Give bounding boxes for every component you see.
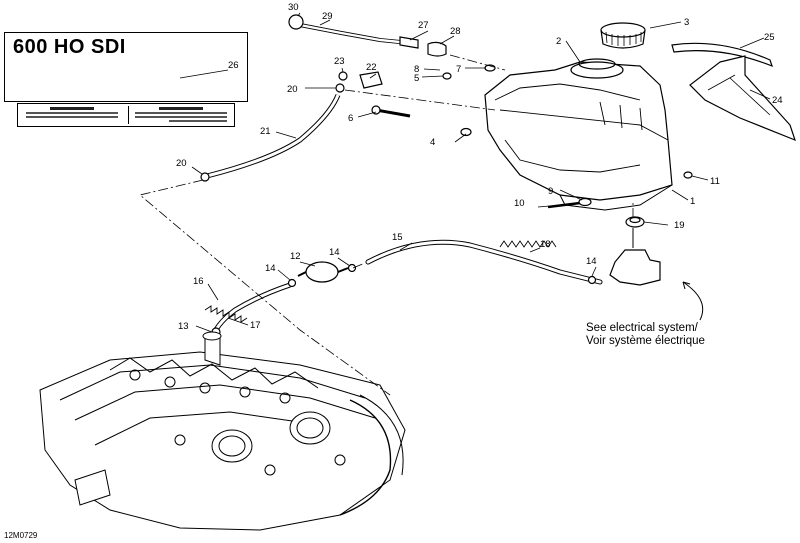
clamp-20-top <box>335 83 345 93</box>
nut-4 <box>460 127 472 137</box>
bolt-10 <box>547 201 581 209</box>
callout-30: 30 <box>288 2 299 13</box>
callout-2: 2 <box>556 36 561 47</box>
electrical-arrow <box>682 281 704 321</box>
callout-20b: 20 <box>176 158 187 169</box>
clamp-14-b <box>347 263 357 273</box>
callout-8: 8 <box>414 64 419 75</box>
callout-29: 29 <box>322 11 333 22</box>
washer-9 <box>578 197 592 207</box>
decal-right-panel <box>128 106 233 124</box>
callout-24: 24 <box>772 95 783 106</box>
callout-4: 4 <box>430 137 435 148</box>
callout-11: 11 <box>710 176 720 187</box>
callouts: 1 2 3 4 5 6 7 8 9 10 11 12 13 14 14 14 1… <box>176 2 783 332</box>
clamp-20-bottom <box>200 172 210 182</box>
tank-neck <box>570 61 624 79</box>
bolt-6 <box>375 108 411 118</box>
diagram-title: 600 HO SDI <box>13 36 126 58</box>
warning-decal <box>17 103 235 127</box>
callout-22: 22 <box>366 62 377 73</box>
title-box: 600 HO SDI <box>4 32 248 127</box>
tank-bracket <box>689 55 796 142</box>
clamp-14-a <box>287 278 297 288</box>
leader-lines <box>179 12 771 333</box>
oil-tank <box>484 61 673 201</box>
callout-27: 27 <box>418 20 429 31</box>
grommet-28 <box>427 41 447 57</box>
note-english: See electrical system/ <box>586 322 698 334</box>
callout-21: 21 <box>260 126 271 137</box>
strap <box>671 42 773 68</box>
spring-16 <box>204 305 248 323</box>
hose-21 <box>206 93 341 179</box>
callout-25: 25 <box>764 32 775 43</box>
reference-lines <box>139 54 634 396</box>
callout-14b: 14 <box>329 247 340 258</box>
engine <box>39 331 406 531</box>
callout-9: 9 <box>548 186 553 197</box>
callout-16: 16 <box>193 276 204 287</box>
callout-12: 12 <box>290 251 301 262</box>
vent-valve-30 <box>288 14 304 30</box>
callout-19: 19 <box>674 220 685 231</box>
note-french: Voir système électrique <box>586 335 705 347</box>
callout-23: 23 <box>334 56 345 67</box>
nut-11 <box>683 171 693 179</box>
callout-1: 1 <box>690 196 695 207</box>
callout-17: 17 <box>250 320 261 331</box>
hose-17 <box>209 282 291 341</box>
callout-7: 7 <box>456 64 461 75</box>
level-sensor <box>609 249 661 286</box>
electrical-note: See electrical system/ Voir système élec… <box>586 322 705 348</box>
callout-20a: 20 <box>287 84 298 95</box>
callout-13: 13 <box>178 321 189 332</box>
fitting-27 <box>399 36 419 49</box>
washer-5 <box>442 72 452 80</box>
callout-6: 6 <box>348 113 353 124</box>
callout-3: 3 <box>684 17 689 28</box>
callout-14c: 14 <box>586 256 597 267</box>
filler-cap <box>600 22 646 49</box>
grommet-22 <box>359 71 383 89</box>
callout-5: 5 <box>414 73 419 84</box>
fitting-23 <box>338 71 348 81</box>
callout-26: 26 <box>228 60 239 71</box>
callout-10: 10 <box>514 198 525 209</box>
callout-14a: 14 <box>265 263 276 274</box>
spring-18 <box>499 240 557 248</box>
callout-28: 28 <box>450 26 461 37</box>
callout-15: 15 <box>392 232 403 243</box>
decal-left-panel <box>20 106 124 124</box>
clamp-14-c <box>587 275 597 285</box>
callout-18: 18 <box>540 239 551 250</box>
diagram-code: 12M0729 <box>4 531 38 540</box>
